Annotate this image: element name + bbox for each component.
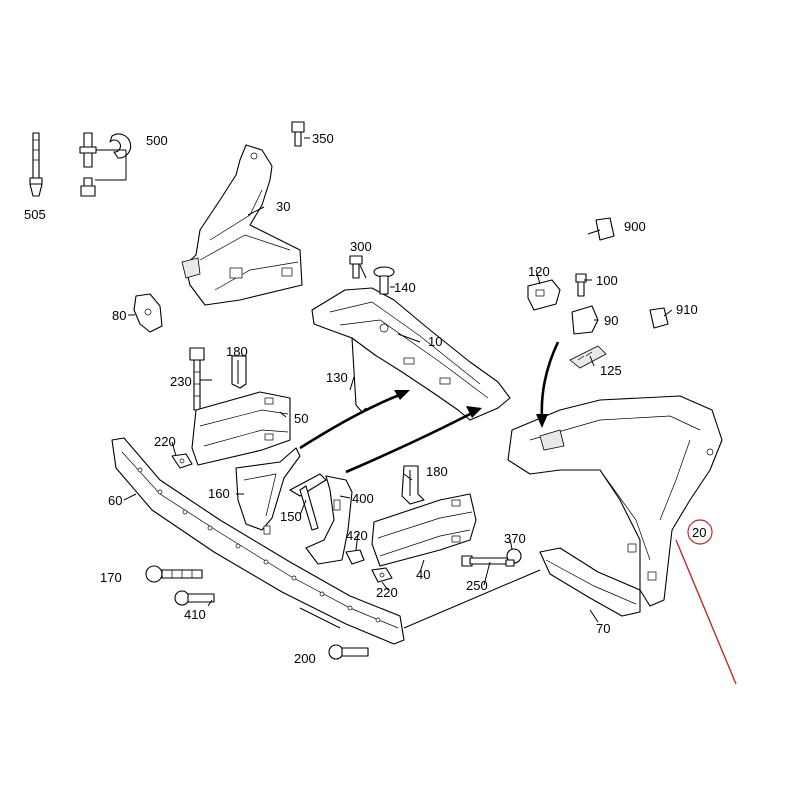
- part-60-beam: [111, 437, 405, 645]
- bolt-170: [145, 565, 203, 583]
- screw-100: [575, 273, 587, 297]
- label-420: 420: [346, 528, 368, 543]
- label-230: 230: [170, 374, 192, 389]
- bolt-250: [461, 555, 511, 567]
- screw-300: [349, 255, 363, 279]
- label-70: 70: [596, 621, 610, 636]
- bolt-370: [505, 548, 522, 567]
- part-40-bracket: [371, 493, 477, 567]
- label-100: 100: [596, 273, 618, 288]
- label-400: 400: [352, 491, 374, 506]
- fastener-500: [79, 132, 132, 197]
- label-410: 410: [184, 607, 206, 622]
- clip-220-left: [171, 453, 193, 469]
- label-180-lower: 180: [426, 464, 448, 479]
- label-505: 505: [24, 207, 46, 222]
- clip-420: [345, 549, 365, 565]
- label-170: 170: [100, 570, 122, 585]
- highlight-part-20: [675, 519, 737, 685]
- label-910: 910: [676, 302, 698, 317]
- label-900: 900: [624, 219, 646, 234]
- fastener-505: [29, 132, 43, 197]
- part-20-frame: [507, 395, 723, 607]
- bolt-410: [174, 590, 215, 606]
- label-180-upper: 180: [226, 344, 248, 359]
- bolt-140: [373, 266, 395, 295]
- label-20: 20: [692, 525, 706, 540]
- part-30-bracket: [181, 144, 303, 306]
- label-370: 370: [504, 531, 526, 546]
- part-90-clip: [571, 305, 599, 335]
- part-50-bracket: [191, 391, 291, 466]
- label-130: 130: [326, 370, 348, 385]
- clip-180-upper: [231, 355, 247, 389]
- label-150: 150: [280, 509, 302, 524]
- label-250: 250: [466, 578, 488, 593]
- label-350: 350: [312, 131, 334, 146]
- label-200: 200: [294, 651, 316, 666]
- part-160-bracket: [235, 447, 301, 535]
- clip-180-lower: [401, 465, 425, 505]
- label-300: 300: [350, 239, 372, 254]
- part-80-clip: [128, 293, 163, 333]
- label-30: 30: [276, 199, 290, 214]
- part-150-strut: [289, 473, 327, 531]
- part-400-bracket: [305, 475, 353, 565]
- clip-900: [595, 217, 615, 241]
- clip-220-right: [371, 567, 393, 583]
- label-160: 160: [208, 486, 230, 501]
- part-120-bracket: [527, 279, 561, 311]
- bolt-200: [328, 644, 369, 660]
- label-10: 10: [428, 334, 442, 349]
- part-10-crossmember: [311, 287, 511, 421]
- label-50: 50: [294, 411, 308, 426]
- beam-holes: [137, 467, 381, 623]
- label-125: 125: [600, 363, 622, 378]
- bolt-230: [189, 347, 205, 411]
- label-220-right: 220: [376, 585, 398, 600]
- label-220-left: 220: [154, 434, 176, 449]
- leader-lines: [123, 206, 673, 629]
- label-500: 500: [146, 133, 168, 148]
- assembly-arrows: [299, 341, 560, 474]
- label-120: 120: [528, 264, 550, 279]
- part-70-support: [539, 547, 641, 617]
- bolt-350: [291, 121, 310, 147]
- part-125-insert: [569, 345, 607, 369]
- label-40: 40: [416, 567, 430, 582]
- part-labels: 505 500 350 30 80 300 140 10 130 180 230…: [24, 131, 706, 666]
- label-90: 90: [604, 313, 618, 328]
- label-80: 80: [112, 308, 126, 323]
- label-140: 140: [394, 280, 416, 295]
- label-60: 60: [108, 493, 122, 508]
- clip-910: [649, 307, 669, 329]
